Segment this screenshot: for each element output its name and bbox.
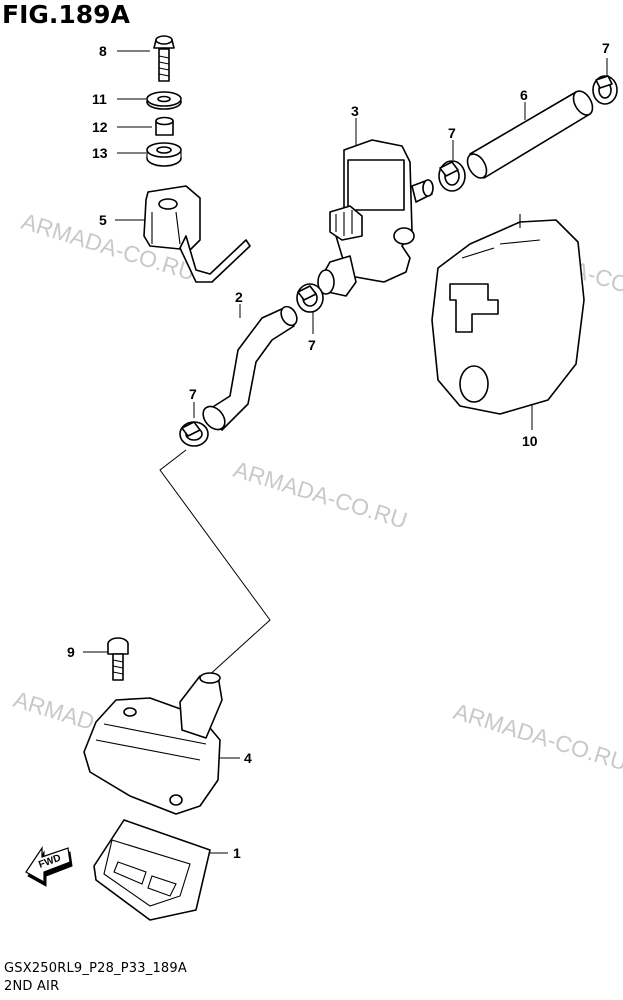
- callout-labels: 8 11 12 13 5 3 7 6 7 2 7 10 7 9 4 1: [67, 40, 610, 861]
- callout-label: 7: [448, 125, 456, 141]
- hose-part-6: [466, 90, 594, 179]
- bracket-part-5: [143, 185, 251, 283]
- collar-part-12: [155, 116, 174, 136]
- hose-part-2: [202, 305, 298, 431]
- screw-part-9: [107, 637, 129, 681]
- callout-label: 11: [92, 91, 107, 107]
- callout-label: 7: [308, 337, 316, 353]
- washer-part-11: [146, 91, 182, 110]
- leader-lines: [83, 50, 608, 854]
- clamp-part-7: [179, 421, 209, 447]
- callout-label: 12: [92, 119, 108, 135]
- watermark: ARMADA-CO.RU: [231, 456, 411, 534]
- figure-code: GSX250RL9_P28_P33_189A: [4, 961, 187, 976]
- watermark: ARMADA-CO.RU: [451, 698, 623, 776]
- fwd-arrow-icon: FWD: [25, 846, 73, 887]
- clamp-part-7: [296, 283, 324, 313]
- callout-label: 4: [244, 750, 252, 766]
- cover-part-10: [431, 214, 585, 415]
- callout-label: 10: [522, 433, 538, 449]
- callout-label: 1: [233, 845, 241, 861]
- callout-label: 6: [520, 87, 528, 103]
- callout-label: 9: [67, 644, 75, 660]
- grommet-part-13: [146, 142, 182, 167]
- clamp-part-7: [438, 160, 466, 192]
- hose-routing-line: [159, 449, 271, 679]
- reed-cover-part-4: [83, 672, 223, 815]
- clamp-part-7: [592, 75, 618, 105]
- callout-label: 7: [602, 40, 610, 56]
- callout-label: 5: [99, 212, 107, 228]
- air-valve-part-3: [317, 139, 434, 297]
- callout-label: 2: [235, 289, 243, 305]
- bolt-part-8: [153, 35, 175, 82]
- callout-label: 3: [351, 103, 359, 119]
- callout-label: 7: [189, 386, 197, 402]
- callout-label: 13: [92, 145, 108, 161]
- callout-label: 8: [99, 43, 107, 59]
- gasket-part-1: [93, 819, 211, 921]
- figure-title: FIG.189A: [2, 0, 130, 29]
- figure-subtitle: 2ND AIR: [4, 979, 60, 994]
